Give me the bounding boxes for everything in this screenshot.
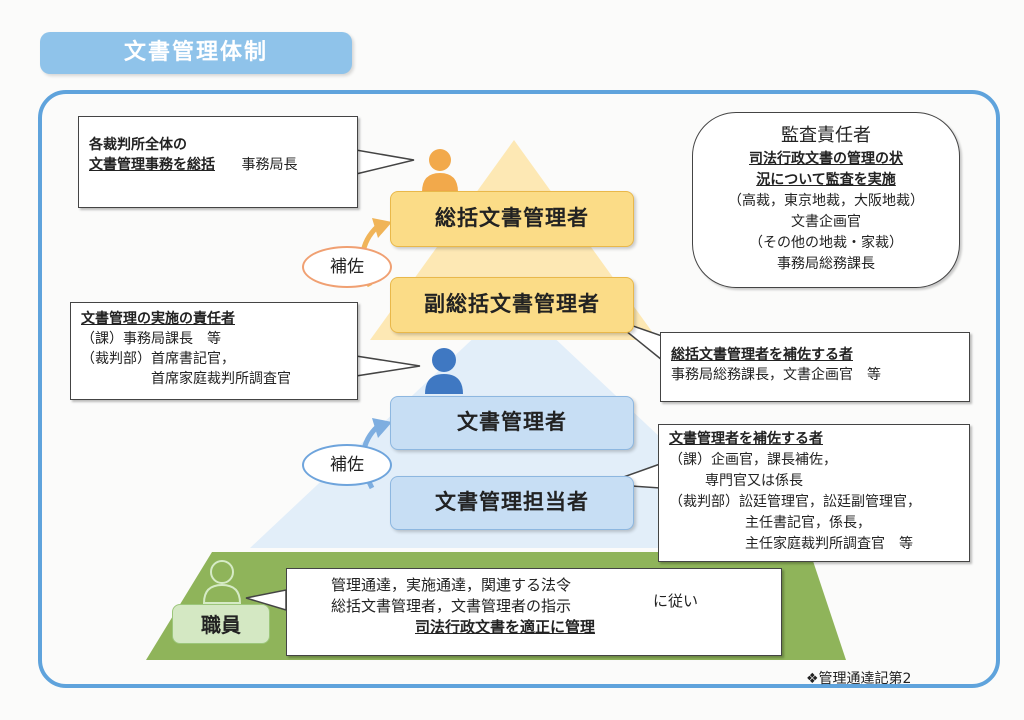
callout-text: （課）企画官，課長補佐， [669, 452, 837, 468]
audit-text: 司法行政文書の管理の状 [749, 151, 903, 167]
callout-text: 首席家庭裁判所調査官 [151, 371, 291, 387]
orange-person-icon [422, 149, 458, 192]
callout-general-duty: 各裁判所全体の 文書管理事務を総括 事務局長 [78, 116, 358, 208]
audit-text: 況について監査を実施 [756, 172, 896, 188]
callout-text: （裁判部）首席書記官， [81, 351, 235, 367]
assist-label: 補佐 [330, 257, 364, 277]
assist-oval-top: 補佐 [302, 246, 392, 288]
callout-person: 事務局長 [241, 157, 298, 173]
assist-arrowhead-top [372, 218, 392, 238]
callout-text: 主任書記官，係長， [745, 515, 871, 531]
callout-text: 総括文書管理者，文書管理者の指示 [331, 597, 572, 615]
role-label: 総括文書管理者 [435, 206, 589, 230]
role-general-manager: 総括文書管理者 [390, 191, 634, 247]
callout-text: 事務局総務課長，文書企画官 等 [671, 367, 881, 383]
callout-text: （課）事務局課長 等 [81, 331, 221, 347]
blue-person-icon [425, 348, 463, 394]
role-document-manager: 文書管理者 [390, 396, 634, 450]
role-employee: 職員 [172, 604, 270, 644]
callout-text: 各裁判所全体の [89, 137, 187, 153]
callout-heading: 文書管理者を補佐する者 [669, 431, 823, 447]
role-deputy-general-manager: 副総括文書管理者 [390, 277, 634, 333]
callout-tail-top-left [355, 149, 415, 175]
audit-text: （高裁，東京地裁，大阪地裁） [728, 193, 924, 209]
callout-text: 管理通達，実施通達，関連する法令 [331, 576, 572, 594]
audit-responsible-bubble: 監査責任者 司法行政文書の管理の状 況について監査を実施 （高裁，東京地裁，大阪… [692, 112, 960, 288]
callout-text: （裁判部）訟廷管理官，訟廷副管理官， [669, 494, 921, 510]
role-document-staff: 文書管理担当者 [390, 476, 634, 530]
role-label: 文書管理者 [457, 410, 567, 434]
audit-text: 文書企画官 [791, 214, 861, 230]
footnote: ❖管理通達記第2 [806, 671, 912, 687]
role-label: 文書管理担当者 [435, 490, 589, 514]
green-person-icon [202, 560, 242, 604]
audit-text: （その他の地裁・家裁） [749, 235, 903, 251]
callout-heading: 文書管理の実施の責任者 [81, 311, 235, 327]
callout-employee-duty: 管理通達，実施通達，関連する法令 総括文書管理者，文書管理者の指示 司法行政文書… [286, 568, 782, 656]
follow-label: に従い [653, 592, 699, 610]
callout-text: 司法行政文書を適正に管理 [415, 618, 596, 636]
role-label: 職員 [201, 613, 241, 637]
callout-general-assistant: 総括文書管理者を補佐する者 事務局総務課長，文書企画官 等 [660, 332, 970, 402]
assist-label: 補佐 [330, 455, 364, 475]
audit-text: 事務局総務課長 [777, 256, 875, 272]
callout-text: 文書管理事務を総括 [89, 157, 215, 173]
title-bar: 文書管理体制 [40, 32, 352, 74]
callout-responsible: 文書管理の実施の責任者 （課）事務局課長 等 （裁判部）首席書記官， 首席家庭裁… [70, 302, 358, 400]
assist-arrowhead-bottom [372, 418, 392, 438]
diagram-frame [38, 90, 1000, 688]
callout-heading: 総括文書管理者を補佐する者 [671, 347, 853, 363]
callout-text: 主任家庭裁判所調査官 等 [745, 536, 913, 552]
callout-manager-assistant: 文書管理者を補佐する者 （課）企画官，課長補佐， 専門官又は係長 （裁判部）訟廷… [658, 424, 970, 562]
role-label: 副総括文書管理者 [424, 292, 600, 316]
callout-text: 専門官又は係長 [705, 473, 803, 489]
audit-heading: 監査責任者 [781, 125, 871, 146]
callout-tail-mid-left [355, 355, 421, 377]
assist-oval-bottom: 補佐 [302, 444, 392, 486]
page-title: 文書管理体制 [123, 40, 268, 65]
